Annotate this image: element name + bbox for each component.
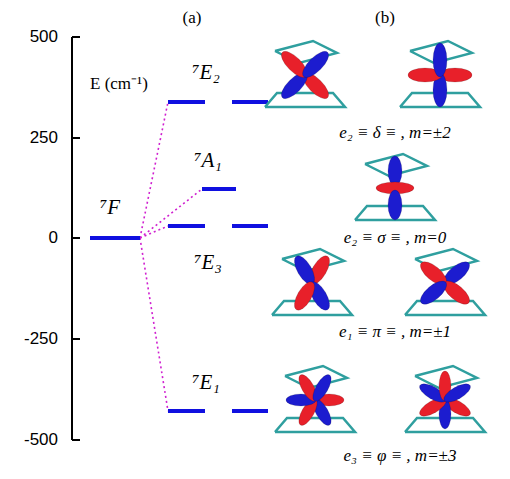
term-label: ⁷E₃ (194, 250, 221, 274)
energy-level (232, 224, 268, 228)
orbital-lobe (290, 279, 318, 314)
ligand-frame (275, 418, 355, 432)
term-label: ⁷E₂ (192, 60, 219, 84)
tick-label: 0 (49, 228, 58, 248)
orbital-lobe (309, 372, 334, 404)
axis-tick (72, 36, 80, 38)
orbital-lobe (433, 43, 447, 77)
ligand-frame (272, 301, 352, 315)
orbital-picture (265, 41, 345, 107)
axis-tick (72, 237, 80, 239)
orbital-picture (405, 249, 485, 315)
term-label: ⁷A₁ (194, 148, 221, 172)
orbital-picture (272, 249, 352, 315)
energy-level (168, 409, 205, 413)
orbital-picture (400, 41, 480, 107)
term-label: ⁷F (100, 195, 120, 219)
correlation-line (140, 102, 168, 238)
panel-label: (a) (183, 8, 202, 28)
energy-level (232, 100, 268, 104)
orbital-label: e₂ ≡ σ ≡ , m=0 (344, 228, 447, 248)
energy-level (90, 236, 140, 240)
axis-tick (72, 137, 80, 139)
panel-label: (b) (375, 8, 395, 28)
correlation-line (140, 238, 168, 411)
orbital-label: e₁ ≡ π ≡ , m=±1 (339, 322, 451, 342)
ligand-frame (285, 366, 347, 388)
energy-level (202, 187, 236, 191)
ligand-frame (265, 93, 345, 107)
energy-level (232, 409, 268, 413)
correlation-line (140, 189, 202, 238)
orbital-lobe (417, 277, 451, 308)
orbital-lobe (299, 47, 333, 81)
correlation-line (140, 226, 168, 238)
orbital-lobe (441, 380, 473, 405)
orbital-label: e₂ ≡ δ ≡ , m=±2 (339, 123, 450, 143)
orbital-picture (275, 366, 355, 432)
axis-tick (72, 338, 80, 340)
orbital-lobe (388, 156, 402, 186)
tick-label: 500 (30, 27, 58, 47)
tick-label: 250 (30, 128, 58, 148)
tick-label: -250 (24, 329, 58, 349)
axis-tick (72, 439, 80, 441)
ligand-frame (405, 301, 485, 315)
tick-label: -500 (24, 430, 58, 450)
axis-title: E (cm⁻¹) (90, 74, 148, 94)
term-label: ⁷E₁ (192, 370, 219, 394)
orbital-picture (405, 366, 485, 432)
energy-level (168, 224, 205, 228)
orbital-label: e₃ ≡ φ ≡ , m=±3 (344, 446, 457, 466)
energy-level (168, 100, 205, 104)
orbital-lobe (388, 190, 402, 220)
orbital-picture (355, 154, 435, 220)
